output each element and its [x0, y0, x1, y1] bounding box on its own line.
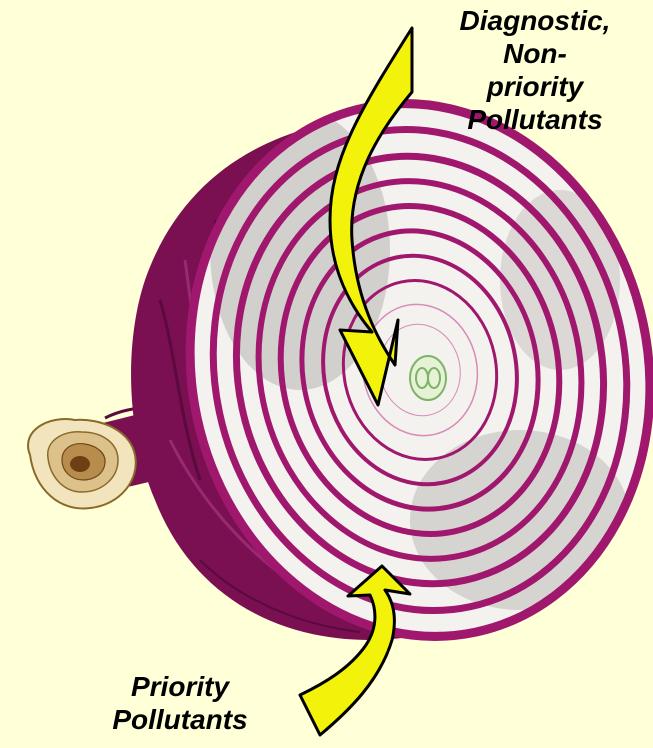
label-top-line-1: Diagnostic,: [420, 4, 650, 37]
label-top-line-3: priority: [420, 70, 650, 103]
label-diagnostic-nonpriority-pollutants: Diagnostic, Non- priority Pollutants: [420, 4, 650, 136]
label-bottom-line-2: Pollutants: [80, 703, 280, 736]
label-priority-pollutants: Priority Pollutants: [80, 670, 280, 736]
onion-core: [410, 356, 446, 400]
label-bottom-line-1: Priority: [80, 670, 280, 703]
label-top-line-2: Non-: [420, 37, 650, 70]
label-top-line-4: Pollutants: [420, 103, 650, 136]
